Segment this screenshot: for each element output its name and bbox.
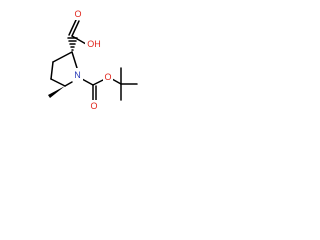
hashed-wedge-bond-c2-cooh: [67, 37, 78, 51]
atom-o-ester-boc: O: [103, 71, 113, 83]
atom-o-carbonyl-boc: O: [89, 100, 99, 112]
bond-c3-c4: [50, 61, 54, 80]
bond-c5-n: [64, 81, 73, 87]
atom-oh-acid-label: OH: [87, 39, 101, 49]
bond-o-tbu: [111, 78, 122, 85]
bond-boc-c-o-ester: [92, 79, 104, 86]
bond-n-c2: [71, 51, 78, 69]
bond-cooh-c-o-double-2: [68, 19, 77, 36]
atom-n-ring-label: N: [74, 70, 81, 80]
wedge-bond-c5-methyl: [48, 86, 65, 98]
bond-cooh-c-oh: [71, 35, 87, 45]
bond-c4-c5: [50, 78, 66, 87]
atom-o-carbonyl-acid: O: [73, 8, 83, 20]
bond-c2-c3: [52, 51, 73, 63]
atom-oh-acid: OH: [85, 38, 103, 50]
atom-o-ester-boc-label: O: [104, 72, 111, 82]
bond-n-c-boc: [81, 78, 94, 86]
molecule-structure: O OH N O O: [48, 8, 138, 112]
atom-o-carbonyl-boc-label: O: [90, 101, 97, 111]
atom-n-ring: N: [72, 68, 83, 81]
atom-o-carbonyl-acid-label: O: [74, 9, 81, 19]
bond-cooh-c-o-double-1: [71, 20, 80, 37]
